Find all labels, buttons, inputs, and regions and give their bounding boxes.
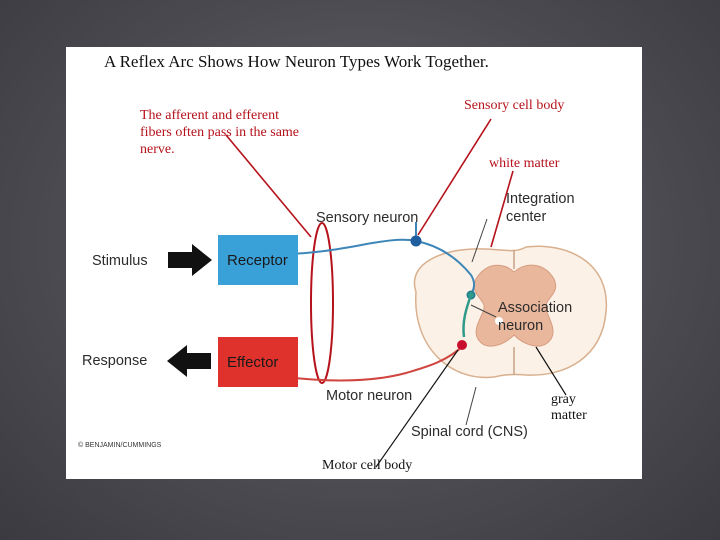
receptor-box bbox=[218, 235, 298, 285]
effector-label: Effector bbox=[227, 354, 278, 371]
slide: A Reflex Arc Shows How Neuron Types Work… bbox=[66, 47, 642, 479]
reflex-arc-diagram: Receptor Effector Stimulus Response Sens… bbox=[78, 118, 607, 468]
receptor-label: Receptor bbox=[227, 252, 288, 269]
stimulus-arrow bbox=[168, 244, 212, 276]
gray-matter-butterfly bbox=[473, 264, 557, 347]
sensory-cell-body-dot bbox=[410, 235, 422, 247]
response-label: Response bbox=[82, 353, 147, 369]
fibers-note-line-3: nerve. bbox=[140, 142, 175, 157]
association-neuron-label-2: neuron bbox=[498, 318, 543, 334]
central-canal bbox=[495, 317, 503, 325]
gray-matter-line-1: gray bbox=[551, 392, 576, 407]
credit-text: © BENJAMIN/CUMMINGS bbox=[78, 441, 162, 449]
fibers-note-line-2: fibers often pass in the same bbox=[140, 125, 300, 140]
association-neuron-label-1: Association bbox=[498, 300, 572, 316]
gray-matter-note: gray matter bbox=[551, 392, 587, 424]
integration-center-label-1: Integration bbox=[506, 191, 575, 207]
association-neuron-body bbox=[468, 292, 474, 298]
effector-box bbox=[218, 337, 298, 387]
gray-matter-line-2: matter bbox=[551, 408, 587, 423]
response-arrow bbox=[167, 345, 211, 377]
fibers-note: The afferent and efferent fibers often p… bbox=[140, 107, 299, 158]
integration-center-label-2: center bbox=[506, 209, 546, 225]
slide-title: A Reflex Arc Shows How Neuron Types Work… bbox=[104, 52, 489, 71]
stimulus-label: Stimulus bbox=[92, 253, 148, 269]
motor-cell-body-note: Motor cell body bbox=[322, 458, 413, 473]
motor-neuron-label: Motor neuron bbox=[326, 388, 412, 404]
motor-cell-body-dot bbox=[457, 340, 467, 350]
sensory-neuron-label: Sensory neuron bbox=[316, 210, 418, 226]
white-matter-note: white matter bbox=[489, 156, 560, 171]
sensory-neuron-axon bbox=[283, 238, 475, 296]
sensory-cell-body-note: Sensory cell body bbox=[464, 98, 565, 113]
spinal-cord-label: Spinal cord (CNS) bbox=[411, 424, 528, 440]
nerve-highlight-oval bbox=[310, 222, 334, 384]
fibers-note-line-1: The afferent and efferent bbox=[140, 108, 280, 123]
association-neuron-axon bbox=[462, 294, 473, 338]
motor-neuron-axon bbox=[285, 344, 465, 382]
